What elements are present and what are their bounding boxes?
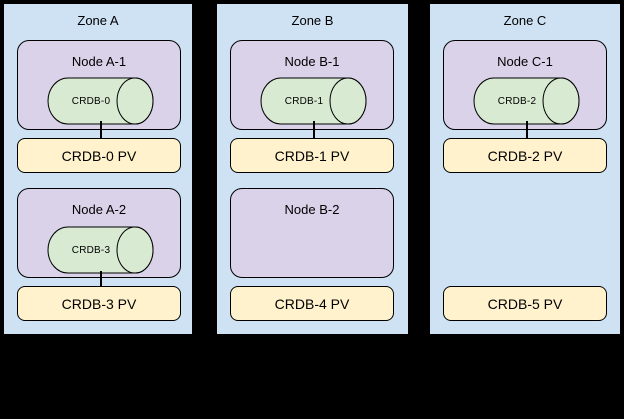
node-title: Node B-2	[284, 202, 340, 217]
node-title: Node B-1	[284, 54, 340, 69]
node-title: Node C-1	[497, 54, 553, 69]
database-label: CRDB-2	[497, 95, 537, 107]
node-title: Node A-2	[71, 202, 127, 217]
pv-label: CRDB-5 PV	[487, 295, 563, 312]
pv-label: CRDB-4 PV	[274, 295, 350, 312]
connector-line	[313, 121, 315, 139]
pv-box: CRDB-0 PV	[17, 138, 181, 173]
pv-box: CRDB-2 PV	[443, 138, 607, 173]
zone-c: Zone C Node C-1 CRDB-2 CRDB-2 PV CRDB-5 …	[428, 2, 622, 336]
node-c-1: Node C-1 CRDB-2	[443, 40, 607, 130]
zone-a: Zone A Node A-1 CRDB-0 CRDB-0 PV Node A-…	[2, 2, 194, 336]
database-cylinder-icon: CRDB-0	[47, 77, 155, 125]
zone-title: Zone C	[503, 13, 547, 28]
database-label: CRDB-3	[71, 244, 111, 256]
node-a-2: Node A-2 CRDB-3	[17, 188, 181, 278]
pv-label: CRDB-0 PV	[61, 147, 137, 164]
pv-box: CRDB-4 PV	[230, 286, 394, 321]
zone-title: Zone B	[291, 13, 334, 28]
pv-label: CRDB-3 PV	[61, 295, 137, 312]
database-label: CRDB-0	[71, 95, 111, 107]
pv-box: CRDB-3 PV	[17, 286, 181, 321]
database-cylinder-icon: CRDB-2	[473, 77, 581, 125]
node-b-2: Node B-2	[230, 188, 394, 278]
zone-title: Zone A	[77, 13, 119, 28]
node-b-1: Node B-1 CRDB-1	[230, 40, 394, 130]
node-title: Node A-1	[71, 54, 127, 69]
node-a-1: Node A-1 CRDB-0	[17, 40, 181, 130]
pv-box: CRDB-1 PV	[230, 138, 394, 173]
zone-b: Zone B Node B-1 CRDB-1 CRDB-1 PV Node B-…	[215, 2, 410, 336]
connector-line	[526, 121, 528, 139]
connector-line	[100, 121, 102, 139]
pv-label: CRDB-2 PV	[487, 147, 563, 164]
database-cylinder-icon: CRDB-3	[47, 226, 155, 274]
pv-box: CRDB-5 PV	[443, 286, 607, 321]
database-cylinder-icon: CRDB-1	[260, 77, 368, 125]
pv-label: CRDB-1 PV	[274, 147, 350, 164]
database-label: CRDB-1	[284, 95, 324, 107]
connector-line	[100, 271, 102, 287]
